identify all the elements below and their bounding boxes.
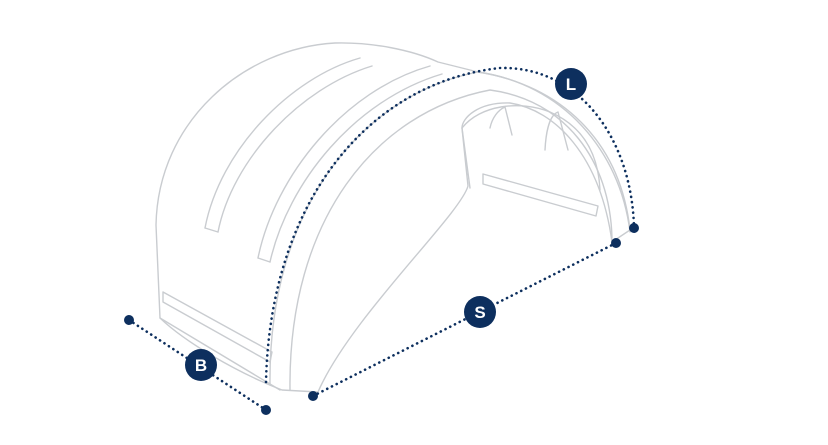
- fender-inner-ridge-1: [489, 106, 513, 136]
- spacing-start-dot: [308, 391, 318, 401]
- width-dimension-line: [127, 318, 268, 412]
- fender-inner-ridge-2: [544, 111, 569, 151]
- fender-top-ridge-2: [217, 65, 373, 233]
- fender-top-ridge-1: [204, 57, 361, 229]
- fender-ridge-end-1: [204, 227, 219, 233]
- width-label: B: [195, 356, 207, 375]
- length-label: L: [566, 75, 576, 94]
- width-badge: B: [185, 349, 217, 381]
- fender-inner-left-edge: [461, 127, 471, 189]
- fender-top-ridge-4: [269, 73, 443, 263]
- length-dimension-line: [264, 66, 636, 384]
- fender-inner-strip: [482, 173, 599, 217]
- spacing-label: S: [474, 303, 485, 322]
- width-end-dot: [261, 405, 271, 415]
- length-badge: L: [555, 68, 587, 100]
- fender-ridge-end-2: [257, 257, 271, 263]
- fender-left-strip: [162, 291, 273, 363]
- spacing-badge: S: [464, 296, 496, 328]
- fender-front-arch-outer: [269, 71, 631, 386]
- fender-bottom-edge: [159, 317, 281, 391]
- spacing-end-dot: [611, 238, 621, 248]
- fender-outer-shell: [155, 42, 631, 393]
- fender-front-arch-inner: [289, 89, 613, 391]
- length-end-dot: [629, 223, 639, 233]
- dimension-overlay: [124, 66, 639, 415]
- width-start-dot: [124, 315, 134, 325]
- fender-top-ridge-3: [257, 65, 431, 259]
- fender-inner-rim: [461, 105, 601, 191]
- spacing-dimension-line: [311, 241, 618, 398]
- fender-illustration: [155, 42, 631, 393]
